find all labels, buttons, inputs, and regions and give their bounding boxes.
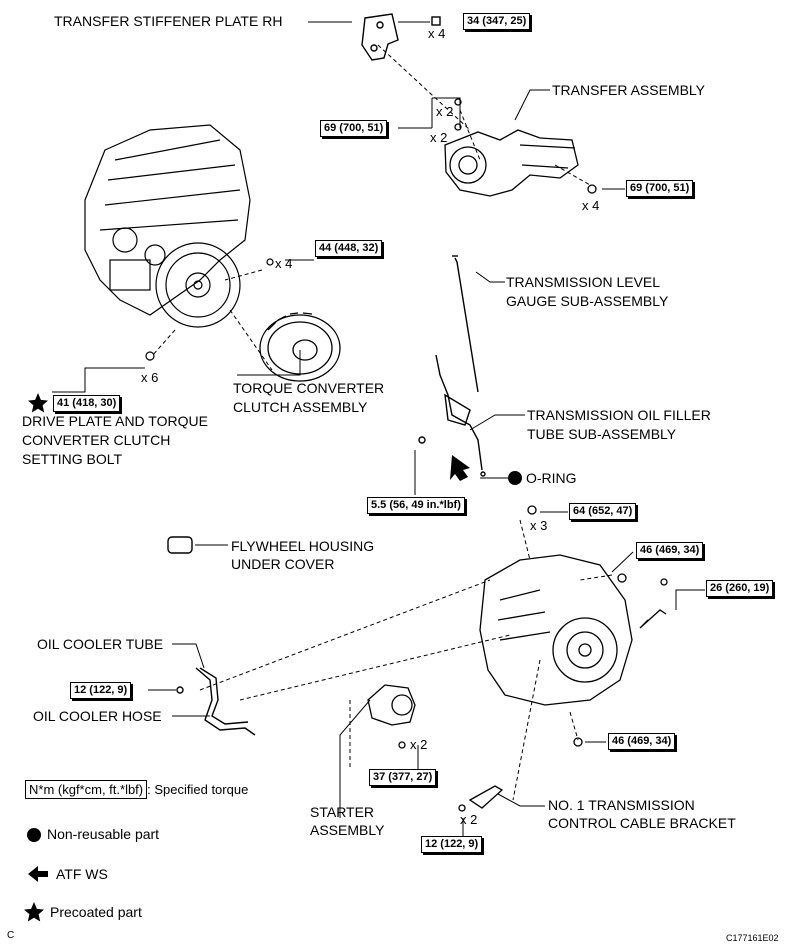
label-starter-line1: STARTER — [310, 804, 375, 820]
torque-spec-trans-lower: 46 (469, 34) — [608, 733, 676, 750]
label-oil-cooler-hose: OIL COOLER HOSE — [33, 708, 162, 724]
torque-spec-stiffener: 34 (347, 25) — [463, 13, 531, 30]
qty-transfer-a: x 2 — [436, 104, 454, 119]
torque-spec-trans-upper-right: 46 (469, 34) — [636, 542, 704, 559]
corner-marker: C — [7, 930, 15, 941]
legend-spec-box: N*m (kgf*cm, ft.*lbf) — [25, 780, 148, 799]
qty-bracket: x 2 — [460, 812, 478, 827]
qty-transfer-b: x 2 — [430, 130, 448, 145]
label-flywheel-line2: UNDER COVER — [231, 556, 335, 572]
label-bracket-line1: NO. 1 TRANSMISSION — [548, 797, 695, 813]
torque-spec-trans-top: 64 (652, 47) — [569, 503, 637, 520]
qty-trans-top: x 3 — [530, 518, 548, 533]
label-filler-tube-line2: TUBE SUB-ASSEMBLY — [527, 426, 677, 442]
label-drive-plate-line3: SETTING BOLT — [22, 451, 123, 467]
star-icon — [28, 393, 48, 413]
torque-spec-oil-cooler: 12 (122, 9) — [70, 682, 132, 699]
label-transfer-stiffener-plate: TRANSFER STIFFENER PLATE RH — [54, 13, 283, 29]
legend-precoated: Precoated part — [50, 904, 142, 920]
qty-stiffener: x 4 — [428, 26, 446, 41]
figure-id: C177161E02 — [726, 933, 779, 943]
label-bracket-line2: CONTROL CABLE BRACKET — [548, 815, 736, 831]
legend-non-reusable: Non-reusable part — [47, 826, 160, 842]
label-drive-plate-line2: CONVERTER CLUTCH — [22, 432, 171, 448]
label-starter-line2: ASSEMBLY — [310, 822, 385, 838]
qty-drive-plate: x 6 — [141, 370, 159, 385]
label-transfer-assembly: TRANSFER ASSEMBLY — [552, 82, 706, 98]
qty-transfer-lower: x 4 — [582, 198, 600, 213]
label-o-ring: O-RING — [526, 470, 577, 486]
qty-engine: x 4 — [275, 256, 293, 271]
torque-spec-transfer-upper: 69 (700, 51) — [320, 120, 388, 137]
torque-spec-transfer-lower: 69 (700, 51) — [626, 180, 694, 197]
label-torque-converter-line1: TORQUE CONVERTER — [233, 380, 385, 396]
label-drive-plate-line1: DRIVE PLATE AND TORQUE — [22, 413, 208, 429]
legend-spec-text: : Specified torque — [147, 782, 249, 797]
torque-spec-bracket: 12 (122, 9) — [421, 836, 483, 853]
label-torque-converter-line2: CLUTCH ASSEMBLY — [233, 399, 368, 415]
torque-spec-engine: 44 (448, 32) — [315, 240, 383, 257]
legend-atf: ATF WS — [56, 866, 108, 882]
legend-specified-torque: N*m (kgf*cm, ft.*lbf): Specified torque — [25, 780, 249, 799]
label-flywheel-line1: FLYWHEEL HOUSING — [231, 538, 375, 554]
qty-starter: x 2 — [410, 737, 428, 752]
torque-spec-cable: 26 (260, 19) — [706, 580, 774, 597]
label-oil-cooler-tube: OIL COOLER TUBE — [37, 636, 164, 652]
star-icon — [24, 902, 44, 922]
torque-spec-drive-plate: 41 (418, 30) — [53, 395, 121, 412]
label-filler-tube-line1: TRANSMISSION OIL FILLER — [527, 407, 711, 423]
torque-spec-filler-tube: 5.5 (56, 49 in.*lbf) — [367, 497, 465, 514]
label-level-gauge-line1: TRANSMISSION LEVEL — [506, 274, 661, 290]
torque-spec-starter: 37 (377, 27) — [369, 769, 437, 786]
label-level-gauge-line2: GAUGE SUB-ASSEMBLY — [506, 293, 669, 309]
